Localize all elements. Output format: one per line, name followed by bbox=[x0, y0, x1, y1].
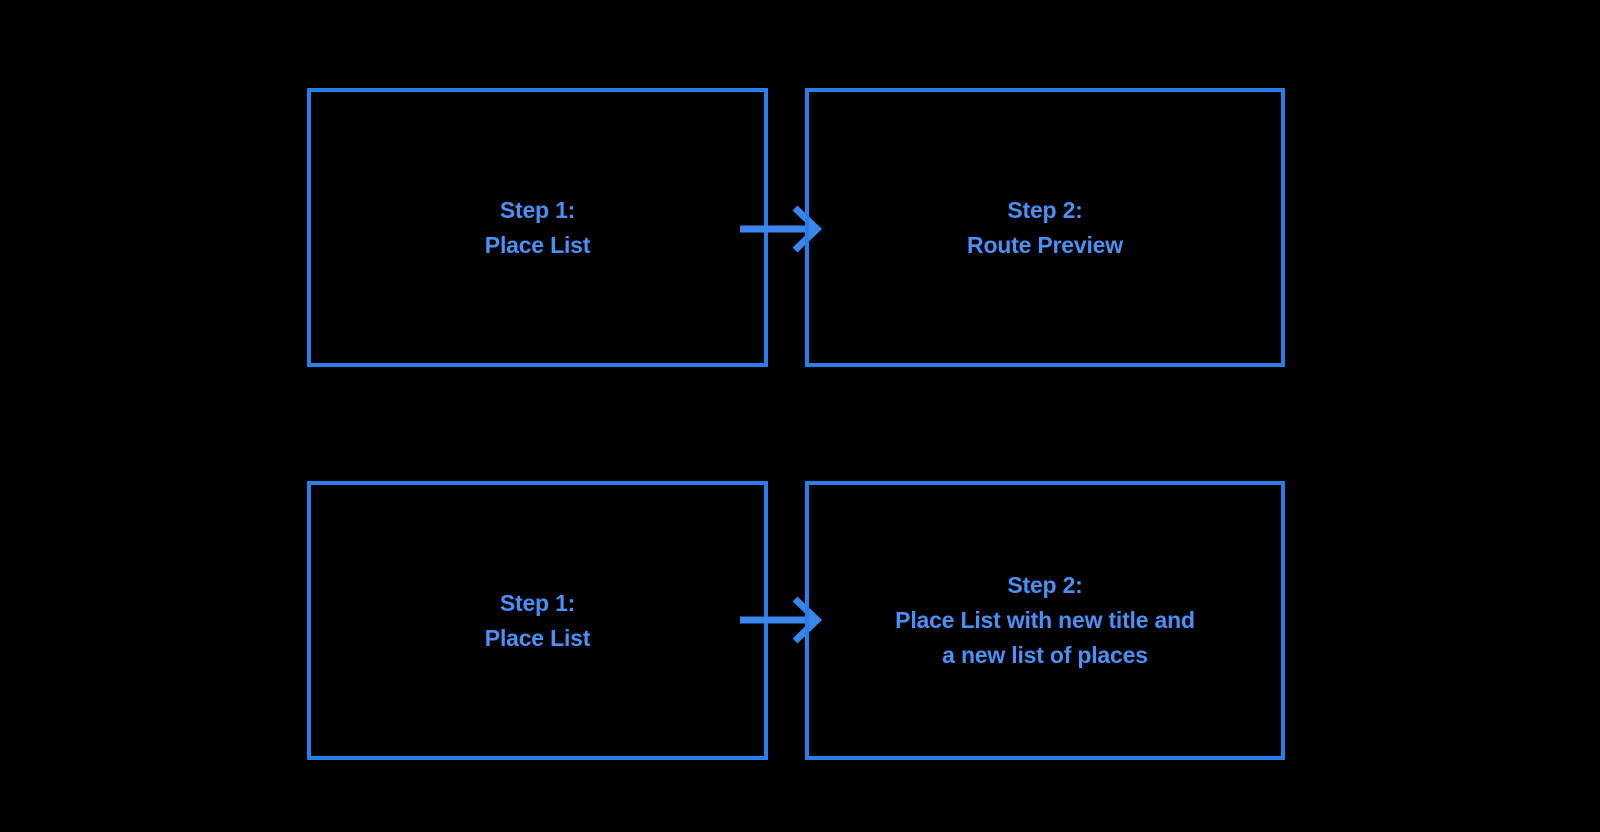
step-box-label: Step 2: Route Preview bbox=[967, 196, 1123, 258]
step-box-label: Step 2: Place List with new title and a … bbox=[895, 572, 1195, 668]
connector-arrow-2 bbox=[740, 596, 823, 644]
connector-arrow-1 bbox=[740, 205, 823, 253]
step-box-new-place-list[interactable]: Step 2: Place List with new title and a … bbox=[805, 481, 1285, 760]
step-box-label: Step 1: Place List bbox=[484, 589, 591, 651]
flow-row-new-place-list: Step 1: Place List Step 2: Place List wi… bbox=[0, 481, 1600, 761]
step-box-place-list[interactable]: Step 1: Place List bbox=[307, 481, 768, 760]
step-box-route-preview[interactable]: Step 2: Route Preview bbox=[805, 88, 1285, 367]
step-box-place-list[interactable]: Step 1: Place List bbox=[307, 88, 768, 367]
flow-row-route-preview: Step 1: Place List Step 2: Route Preview bbox=[0, 88, 1600, 368]
step-box-label: Step 1: Place List bbox=[484, 196, 591, 258]
